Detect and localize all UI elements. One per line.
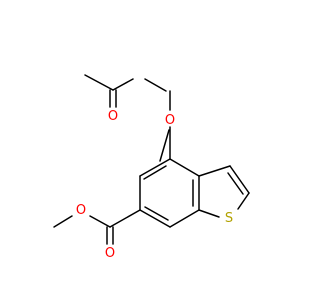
atom-label-ester-oxygen-methyl: O [76, 203, 86, 218]
atom-label-carbonyl-oxygen-methyl: O [105, 246, 115, 261]
bond-thio-s-c7a [198, 209, 220, 218]
structure-canvas: O O O O S [53, 74, 250, 261]
bond-thio-c2-s [237, 192, 250, 210]
bond-acetyl-ester [112, 78, 134, 91]
bond-lines [53, 74, 250, 245]
atom-labels: O O O O S [76, 109, 233, 261]
bond-acetyl-o-chain [144, 78, 167, 92]
atom-label-sulfur: S [225, 211, 233, 226]
bond-thio-c3a-c3 [198, 165, 231, 177]
atom-label-ester-oxygen-acetyl: O [165, 113, 175, 128]
bond-o-ring [159, 129, 170, 162]
atom-label-carbonyl-oxygen-acetyl: O [108, 109, 118, 124]
bond-ester-o-methyl [53, 215, 73, 228]
bond-ring-c4-c5-inner [143, 165, 167, 180]
bond-ring-c6-ester-c [109, 209, 141, 228]
bond-ring-c6-c7-inner [144, 206, 169, 221]
molecule-drawing: O O O O S [53, 74, 250, 261]
bond-ring-c4-c5 [139, 158, 171, 177]
bond-ester-c-o [89, 215, 111, 228]
bond-acetyl-methyl [84, 74, 114, 91]
bond-ring-c7-c7a [169, 209, 200, 228]
bond-thio-c3-c2 [229, 165, 250, 194]
bond-thio-c3-c2-inner [227, 172, 244, 195]
bond-ring-c3a-c4 [169, 158, 200, 177]
bond-ring-c6-c7 [139, 209, 171, 228]
